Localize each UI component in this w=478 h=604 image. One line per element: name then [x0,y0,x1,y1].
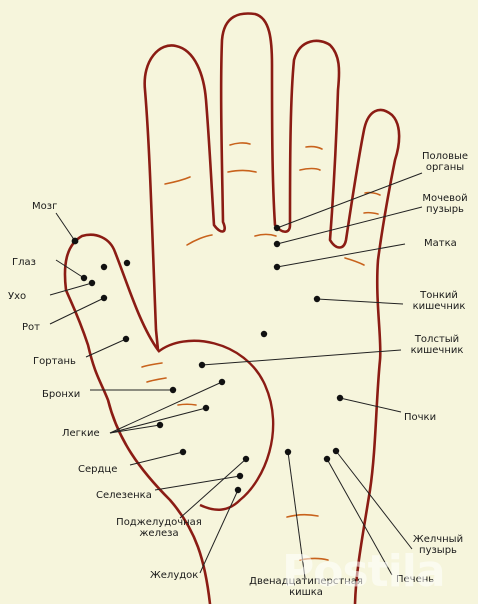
label-podzheludochnaya-line1: Поджелудочная [116,517,202,528]
label-ukho: Ухо [8,291,27,302]
watermark: Postila [282,546,446,597]
label-mozg: Мозг [32,201,58,212]
label-dvenadtsatiperstnaya-line2: кишка [289,587,323,598]
label-polovye-organy: Половые органы [412,151,478,173]
label-tolstyy-kishechnik: Толстый кишечник [402,334,472,356]
label-rot: Рот [22,322,40,333]
label-zheludok: Желудок [150,570,199,581]
hand-outline [63,12,401,604]
label-mochevoy-puzyr: Мочевой пузырь [415,193,475,215]
label-legkie: Легкие [62,428,100,439]
label-gortan: Гортань [33,356,76,367]
label-pechen: Печень [396,574,435,585]
label-pochki: Почки [404,412,437,423]
palm-creases [141,142,381,561]
leader-lines [49,172,423,579]
label-serdtse: Сердце [78,464,118,475]
label-bronkhi: Бронхи [42,389,81,400]
label-matka: Матка [424,238,457,249]
label-mochevoy-line2: пузырь [426,204,464,215]
thumb-mound [157,339,275,511]
label-glaz: Глаз [12,257,36,268]
label-podzheludochnaya-line2: железа [139,528,179,539]
label-zhelchnyy-line1: Желчный [412,534,464,545]
label-tonkiy-line2: кишечник [412,301,466,312]
label-tolstyy-line1: Толстый [414,334,460,345]
label-selezenka: Селезенка [96,490,152,501]
label-tonkiy-kishechnik: Тонкий кишечник [404,290,474,312]
label-zhelchnyy-line2: пузырь [419,545,457,556]
reflex-points [71,224,344,494]
label-tonkiy-line1: Тонкий [420,290,458,301]
label-dvenadtsatiperstnaya: Двенадцатиперстная кишка [242,576,370,598]
label-dvenadtsatiperstnaya-line1: Двенадцатиперстная [249,576,363,587]
label-polovye-line2: органы [425,162,465,173]
label-podzheludochnaya: Поджелудочная железа [104,517,214,539]
label-mochevoy-line1: Мочевой [422,193,468,204]
label-zhelchnyy-puzyr: Желчный пузырь [402,534,474,556]
label-polovye-line1: Половые [421,151,469,162]
label-tolstyy-line2: кишечник [410,345,464,356]
